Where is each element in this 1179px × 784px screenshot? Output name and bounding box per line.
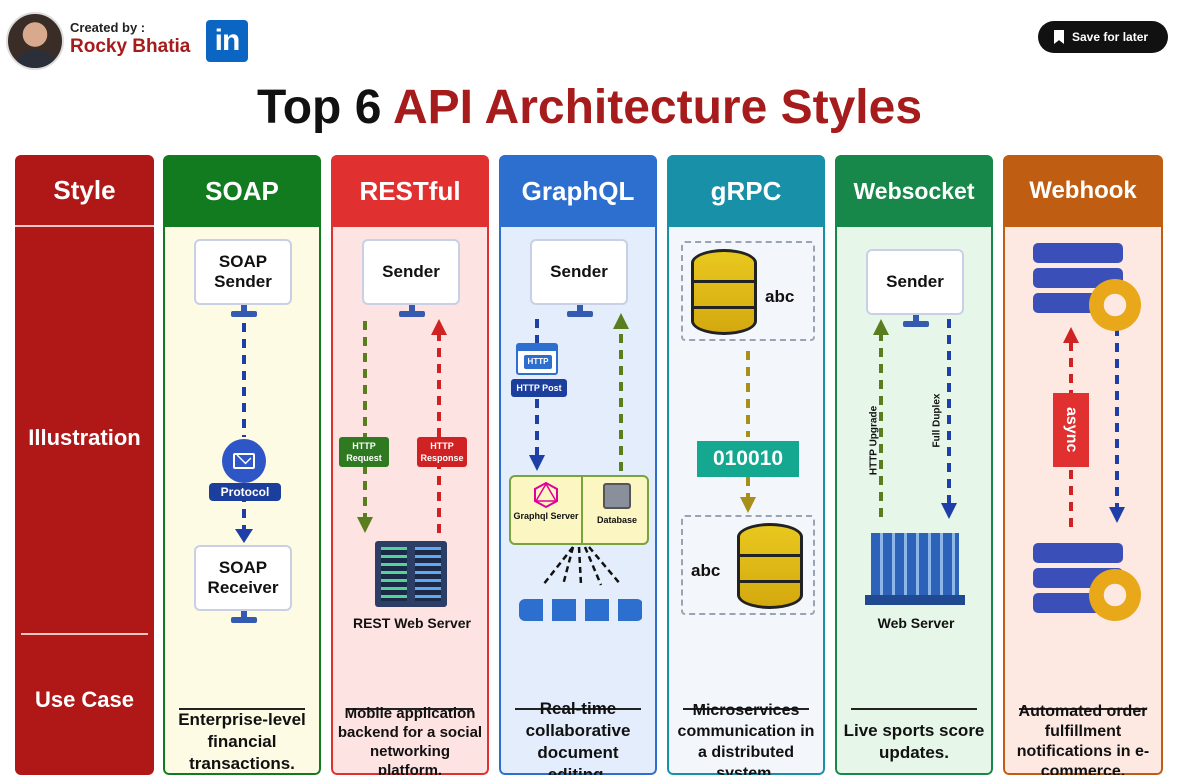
grpc-binary-label: 010010 <box>697 441 799 477</box>
websocket-arrows <box>873 319 957 519</box>
author-name[interactable]: Rocky Bhatia <box>70 36 191 57</box>
grpc-top-database-icon <box>691 249 757 335</box>
websocket-sender-box: Sender <box>866 249 964 315</box>
bookmark-icon <box>1054 30 1064 44</box>
webhook-use-case: Automated order fulfillment notification… <box>1016 703 1150 775</box>
column-soap: SOAP SOAP Sender Protocol SOAP Receiver … <box>163 155 321 775</box>
web-server-label: Web Server <box>877 615 955 631</box>
grpc-bottom-database-icon <box>737 523 803 609</box>
grpc-bottom-border <box>681 515 815 615</box>
restful-sender-stand <box>399 311 425 317</box>
save-for-later-button[interactable]: Save for later <box>1038 21 1168 53</box>
created-by-label: Created by : <box>70 20 146 35</box>
websocket-divider <box>851 708 977 710</box>
envelope-icon <box>222 439 266 483</box>
column-grpc: gRPC abc 010010 abc Microservices commun… <box>667 155 825 775</box>
author-avatar <box>6 12 64 70</box>
http-badge: HTTP <box>524 355 552 369</box>
restful-sender-stand-stem <box>409 305 415 313</box>
soap-sender-stand <box>231 311 257 317</box>
column-header-graphql: GraphQL <box>499 155 657 227</box>
browser-icon: HTTP <box>516 343 558 375</box>
database-icon <box>603 483 631 509</box>
graphql-sender-box: Sender <box>530 239 628 305</box>
http-upgrade-label: HTTP Upgrade <box>868 405 880 476</box>
server-rack-icon <box>375 541 447 607</box>
title-accent: API Architecture Styles <box>392 81 923 134</box>
graphql-server-label: Graphql Server <box>513 511 579 521</box>
http-post-label: HTTP Post <box>511 379 567 397</box>
column-graphql: GraphQL Sender HTTP HTTP Post <box>499 155 657 775</box>
webhook-divider <box>1019 708 1147 710</box>
graphql-sender-stand-stem <box>577 305 583 313</box>
graphql-arrows <box>529 313 629 586</box>
webhook-arrows <box>1063 327 1125 527</box>
client-nodes <box>519 599 643 621</box>
restful-divider <box>347 708 473 710</box>
http-response-label: HTTP Response <box>417 437 467 467</box>
grpc-divider <box>683 708 809 710</box>
column-body-restful: Sender HTTP Request HTTP Response REST W… <box>331 227 489 775</box>
style-row-labels: Style Illustration Use Case <box>15 155 154 775</box>
column-body-grpc: abc 010010 abc Microservices communicati… <box>667 227 825 775</box>
column-header-restful: RESTful <box>331 155 489 227</box>
soap-receiver-stand <box>231 617 257 623</box>
soap-receiver-stand-stem <box>241 611 247 619</box>
grpc-bottom-abc: abc <box>691 561 721 580</box>
use-case-label: Use Case <box>34 687 135 712</box>
column-body-webhook: async Automated order fulfillment notifi… <box>1003 227 1163 775</box>
graphql-server-panel: Graphql Server Database <box>509 475 649 545</box>
column-websocket: Websocket Sender HTTP Upgrade Full Duple… <box>835 155 993 775</box>
soap-divider <box>179 708 305 710</box>
bottom-gear-icon <box>1089 569 1141 621</box>
column-header-websocket: Websocket <box>835 155 993 227</box>
column-body-graphql: Sender HTTP HTTP Post Graphql Server Dat… <box>499 227 657 775</box>
column-header-grpc: gRPC <box>667 155 825 227</box>
page-title: Top 6 API Architecture Styles <box>0 80 1179 135</box>
restful-arrows <box>357 319 447 533</box>
graphql-logo-icon <box>533 481 559 509</box>
column-webhook: Webhook async Automated order fulfillmen… <box>1003 155 1163 775</box>
graphql-sender-stand <box>567 311 593 317</box>
column-body-soap: SOAP Sender Protocol SOAP Receiver Enter… <box>163 227 321 775</box>
protocol-label: Protocol <box>209 483 281 501</box>
rest-web-server-label: REST Web Server <box>352 615 471 631</box>
full-duplex-label: Full Duplex <box>931 393 943 448</box>
graphql-divider <box>515 708 641 710</box>
websocket-sender-stand <box>903 321 929 327</box>
soap-sender-box: SOAP Sender <box>194 239 292 305</box>
restful-use-case: Mobile application backend for a social … <box>337 705 483 775</box>
web-server-building-icon <box>865 523 965 607</box>
illustration-label: Illustration <box>28 425 141 450</box>
soap-receiver-box: SOAP Receiver <box>194 545 292 611</box>
grpc-top-abc: abc <box>765 287 795 306</box>
soap-use-case: Enterprise-level financial transactions. <box>178 710 306 773</box>
grpc-use-case: Microservices communication in a distrib… <box>677 702 815 775</box>
database-label: Database <box>596 515 638 525</box>
websocket-use-case: Live sports score updates. <box>843 721 985 762</box>
top-gear-icon <box>1089 279 1141 331</box>
websocket-sender-stand-stem <box>913 315 919 323</box>
grpc-top-border <box>681 241 815 341</box>
column-header-webhook: Webhook <box>1003 155 1163 227</box>
column-body-websocket: Sender HTTP Upgrade Full Duplex Web Serv… <box>835 227 993 775</box>
restful-sender-box: Sender <box>362 239 460 305</box>
column-restful: RESTful Sender HTTP Request HTTP Respons… <box>331 155 489 775</box>
http-request-label: HTTP Request <box>339 437 389 467</box>
title-plain: Top 6 <box>256 81 393 134</box>
soap-sender-stand-stem <box>241 305 247 313</box>
style-label: Style <box>15 155 154 227</box>
column-header-soap: SOAP <box>163 155 321 227</box>
graphql-use-case: Real-time collaborative document editing… <box>525 699 631 775</box>
header: Created by : Rocky Bhatia in Save for la… <box>0 0 1179 80</box>
save-for-later-label: Save for later <box>1072 30 1149 44</box>
linkedin-icon[interactable]: in <box>206 20 248 62</box>
style-divider <box>21 633 148 635</box>
grpc-arrows <box>740 351 756 513</box>
async-label: async <box>1053 393 1089 467</box>
